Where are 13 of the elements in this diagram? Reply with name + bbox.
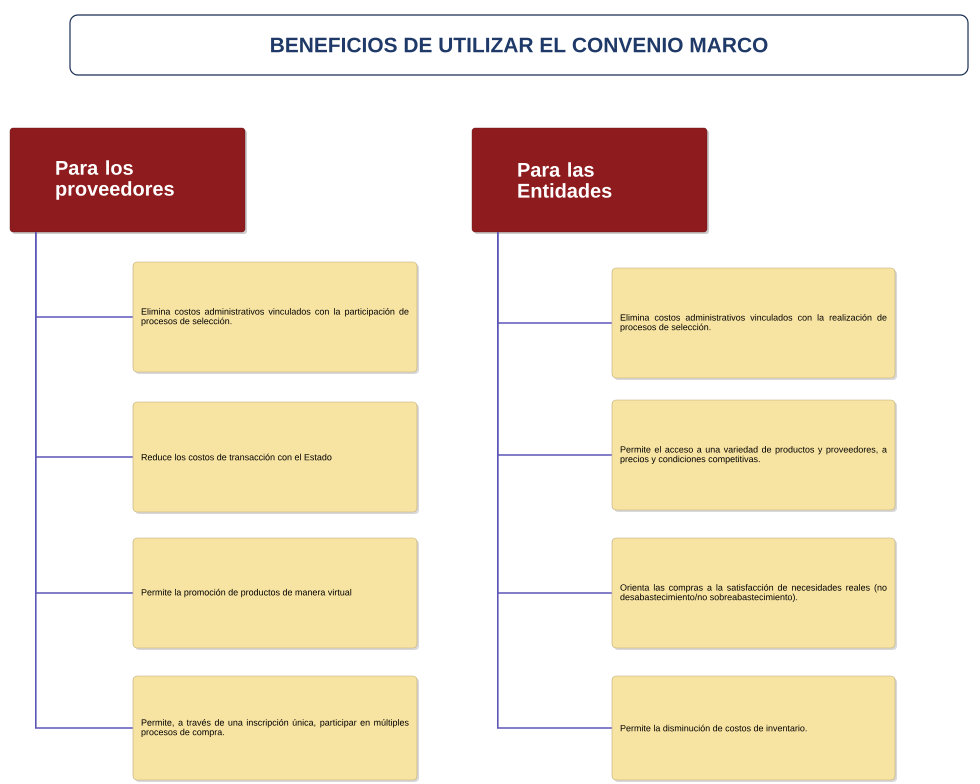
benefit-box: Permite el acceso a una variedad de productos y proveedores, a precios y condiciones competitivas. <box>612 400 897 512</box>
connector-line <box>497 232 612 729</box>
benefit-box: Permite, a través de una inscripción única, participar en múltiples procesos de compra. <box>132 676 419 782</box>
header-box: Para los proveedores <box>10 128 247 234</box>
title-box: BENEFICIOS DE UTILIZAR EL CONVENIO MARCO <box>69 14 969 76</box>
benefit-box: Reduce los costos de transacción con el Estado <box>132 402 419 514</box>
benefit-box: Permite la promoción de productos de manera virtual <box>132 538 419 650</box>
header-box: Para las Entidades <box>472 128 709 234</box>
benefit-box: Orienta las compras a la satisfacción de necesidades reales (no desabastecimiento/no sobreabastecimiento). <box>612 538 897 650</box>
connector-line <box>35 232 133 729</box>
benefit-box: Permite la disminución de costos de inventario. <box>612 676 897 782</box>
benefit-box: Elimina costos administrativos vinculados con la participación de procesos de selección. <box>132 262 419 374</box>
benefit-box: Elimina costos administrativos vinculados con la realización de procesos de selección. <box>612 268 897 380</box>
